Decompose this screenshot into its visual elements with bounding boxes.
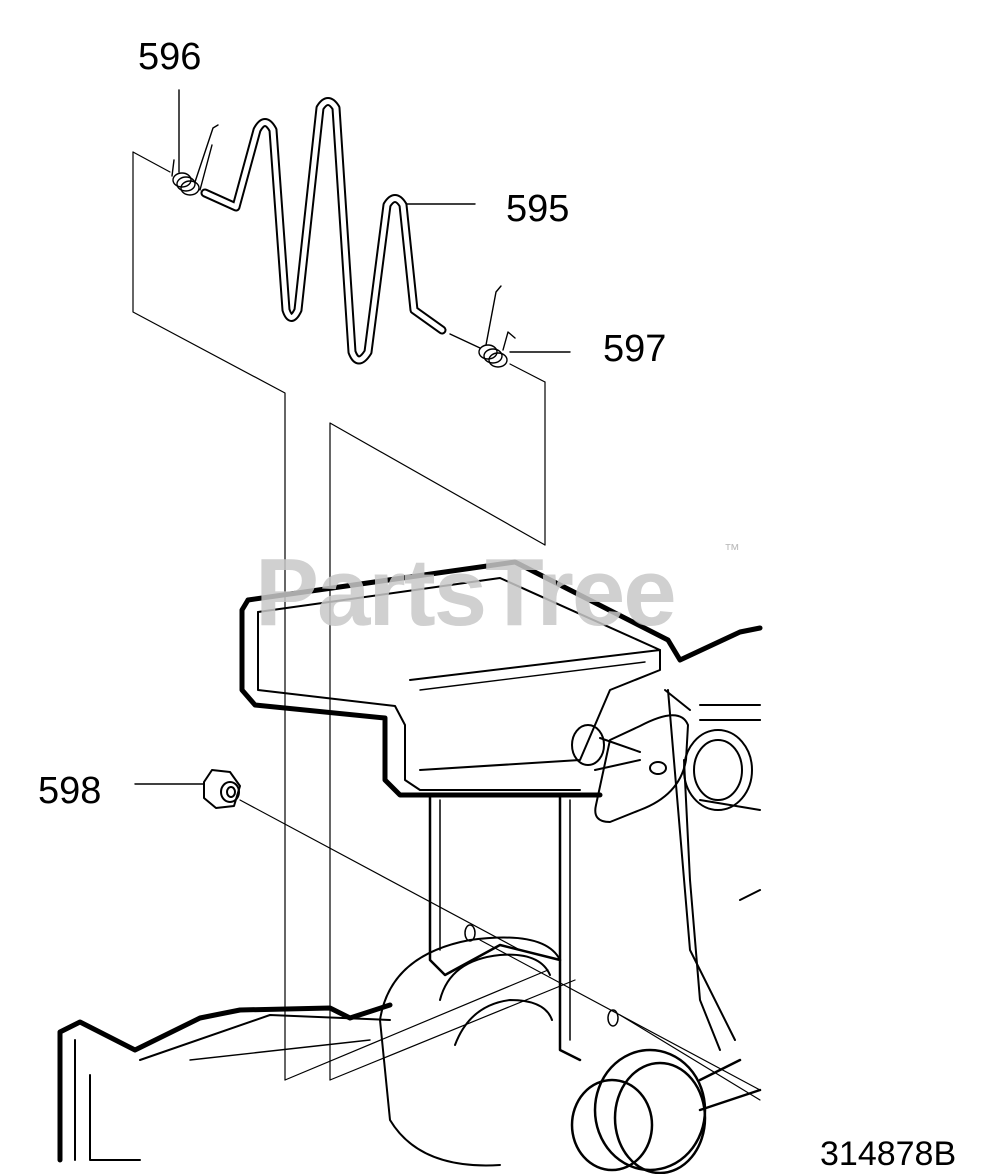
pulley-cap bbox=[667, 689, 761, 1051]
coiled-cable bbox=[570, 1048, 762, 1174]
watermark: PartsTree bbox=[255, 539, 677, 646]
bracket-assembly bbox=[239, 559, 763, 1062]
callout-597: 597 bbox=[603, 328, 667, 370]
document-number: 314878B bbox=[820, 1135, 957, 1173]
leader-lines bbox=[134, 89, 571, 785]
crank-knob bbox=[571, 689, 691, 823]
right-housing bbox=[699, 719, 761, 901]
housing-ring bbox=[379, 936, 561, 1167]
nut-598 bbox=[203, 769, 241, 809]
callout-598: 598 bbox=[38, 770, 102, 812]
watermark-trademark: ™ bbox=[724, 542, 740, 559]
explode-guide-lines bbox=[132, 151, 761, 1101]
spring-597 bbox=[449, 285, 516, 368]
base-frame bbox=[57, 1002, 393, 1163]
callout-596: 596 bbox=[138, 36, 202, 78]
spring-596 bbox=[171, 124, 219, 196]
wire-part-595 bbox=[200, 97, 447, 365]
callout-595: 595 bbox=[506, 188, 570, 230]
